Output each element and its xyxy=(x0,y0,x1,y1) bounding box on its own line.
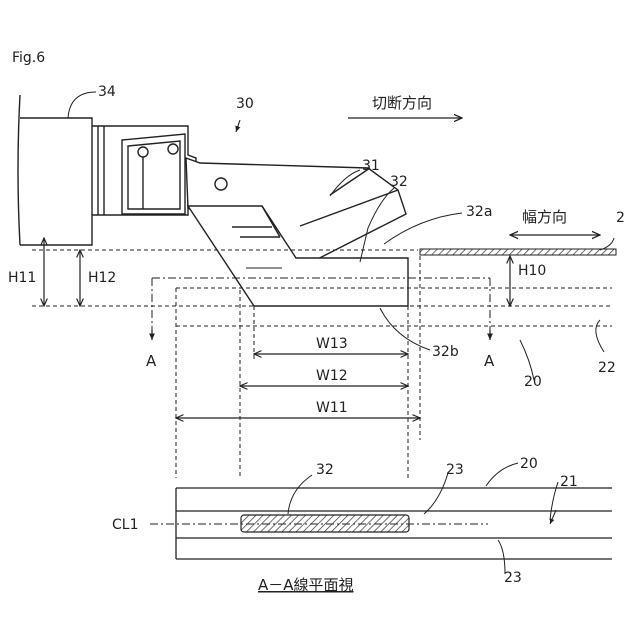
ref-23-bottom: 23 xyxy=(504,570,522,586)
section-mark-right: A xyxy=(484,352,495,370)
ref-32: 32 xyxy=(390,174,408,190)
ref-23-top: 23 xyxy=(446,462,464,478)
dim-h10: H10 xyxy=(518,263,546,279)
ref-31: 31 xyxy=(362,158,380,174)
dim-h12: H12 xyxy=(88,270,116,286)
dim-h11: H11 xyxy=(8,270,36,286)
ref-20-plan: 20 xyxy=(520,456,538,472)
ref-22: 22 xyxy=(598,360,616,376)
center-line-label: CL1 xyxy=(112,517,138,533)
figure-label: Fig.6 xyxy=(12,50,45,66)
ref-32b: 32b xyxy=(432,344,459,360)
ref-32a: 32a xyxy=(466,204,492,220)
blade-32-plan xyxy=(241,515,409,532)
dim-w12: W12 xyxy=(316,368,348,384)
strip-2 xyxy=(420,249,616,255)
dim-w13: W13 xyxy=(316,336,348,352)
ref-34: 34 xyxy=(98,84,116,100)
ref-20: 20 xyxy=(524,374,542,390)
dim-w11: W11 xyxy=(316,400,348,416)
ref-21: 21 xyxy=(560,474,578,490)
ref-2: 2 xyxy=(616,210,625,226)
section-mark-left: A xyxy=(146,352,157,370)
cut-direction-label: 切断方向 xyxy=(372,94,432,112)
width-direction-label: 幅方向 xyxy=(522,208,567,226)
ref-32-plan: 32 xyxy=(316,462,334,478)
holder-body-34 xyxy=(18,95,196,245)
leader-30 xyxy=(236,120,240,132)
section-caption: A－A線平面視 xyxy=(258,576,354,594)
ref-30: 30 xyxy=(236,96,254,112)
